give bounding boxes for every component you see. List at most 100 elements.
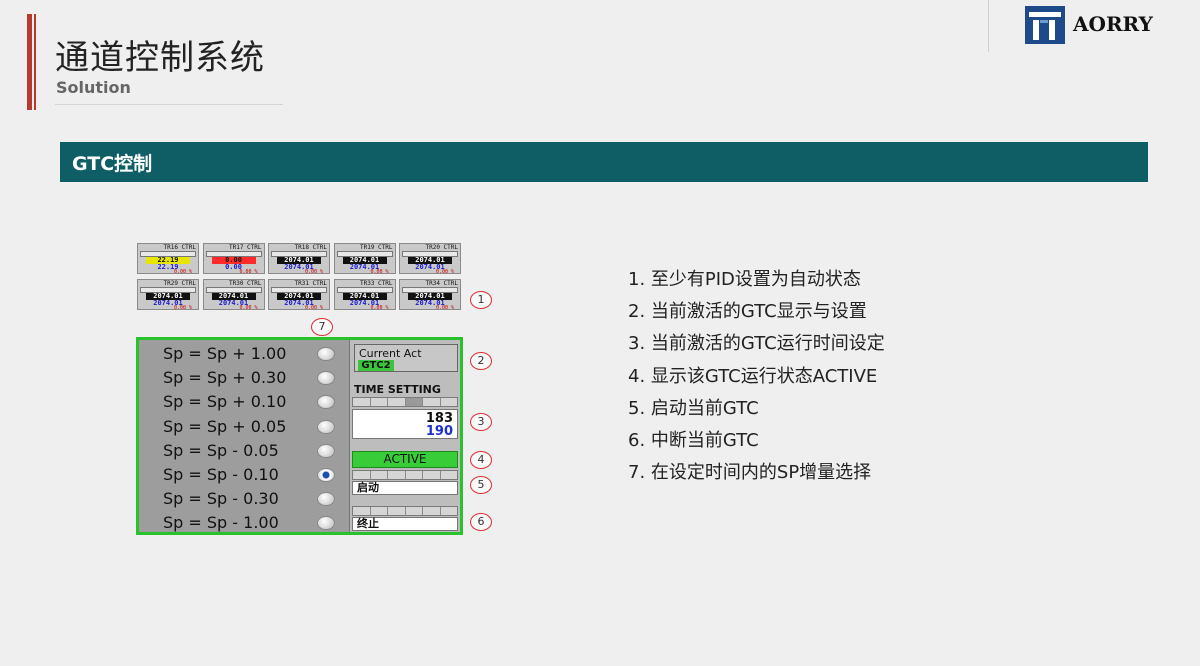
sp-option-label: Sp = Sp - 0.30 bbox=[163, 489, 279, 509]
note-item: 2. 当前激活的GTC显示与设置 bbox=[628, 301, 867, 323]
tile-output-value: 0.00 % bbox=[370, 269, 389, 274]
tile-output-value: 0.00 % bbox=[173, 269, 192, 274]
tile-name: TR29 CTRL bbox=[163, 280, 196, 287]
tile-mode-bar[interactable] bbox=[402, 251, 458, 257]
tile-sp-value: 2074.01 bbox=[284, 263, 314, 271]
gtc-status-column: Current Act GTC2 TIME SETTING 183 190 AC… bbox=[349, 340, 460, 532]
tile-output-value: 0.00 % bbox=[239, 269, 258, 274]
time-elapsed-value: 183 bbox=[425, 411, 453, 426]
logo-icon bbox=[1025, 6, 1065, 44]
sp-radio-button[interactable] bbox=[317, 516, 335, 531]
tile-sp-value: 2074.01 bbox=[415, 299, 445, 307]
tile-mode-bar[interactable] bbox=[336, 287, 393, 293]
sp-increment-option[interactable]: Sp = Sp + 0.30 bbox=[139, 366, 349, 390]
tile-pv-value: 2074.01 bbox=[277, 257, 321, 264]
tile-output-value: 0.00 % bbox=[435, 269, 454, 274]
tile-name: TR33 CTRL bbox=[359, 280, 393, 287]
stop-button-strip bbox=[352, 506, 458, 516]
sp-increment-option[interactable]: Sp = Sp - 0.05 bbox=[139, 439, 349, 463]
subtitle-divider bbox=[55, 104, 283, 105]
marker-7: 7 bbox=[311, 318, 333, 336]
sp-radio-button[interactable] bbox=[317, 419, 335, 434]
tile-output-value: 0.00 % bbox=[239, 305, 258, 310]
tile-mode-bar[interactable] bbox=[271, 251, 327, 257]
sp-radio-button[interactable] bbox=[317, 443, 335, 458]
note-item: 4. 显示该GTC运行状态ACTIVE bbox=[628, 365, 878, 387]
tile-sp-value: 2074.01 bbox=[284, 299, 314, 307]
tile-mode-bar[interactable] bbox=[271, 287, 327, 293]
tile-pv-value: 2074.01 bbox=[342, 293, 387, 300]
tile-output-value: 0.00 % bbox=[435, 305, 454, 310]
time-button-strip[interactable] bbox=[352, 397, 458, 407]
sp-increment-option[interactable]: Sp = Sp + 1.00 bbox=[139, 342, 349, 366]
note-item: 7. 在设定时间内的SP增量选择 bbox=[628, 462, 872, 484]
section-title: GTC控制 bbox=[72, 153, 153, 175]
sp-option-label: Sp = Sp - 0.05 bbox=[163, 440, 279, 460]
time-setting-label: TIME SETTING bbox=[354, 383, 441, 396]
current-act-value[interactable]: GTC2 bbox=[358, 360, 394, 371]
tile-mode-bar[interactable] bbox=[140, 251, 196, 257]
tile-pv-value: 2074.01 bbox=[408, 257, 452, 264]
sp-increment-option[interactable]: Sp = Sp - 0.10 bbox=[139, 463, 349, 487]
sp-radio-button[interactable] bbox=[317, 492, 335, 507]
page-title: 通道控制系统 bbox=[55, 38, 265, 78]
stop-button[interactable]: 终止 bbox=[352, 517, 458, 531]
tile-pv-value: 22.19 bbox=[146, 257, 190, 264]
tile-name: TR19 CTRL bbox=[359, 244, 393, 251]
sp-radio-button[interactable] bbox=[317, 347, 335, 361]
tile-output-value: 0.00 % bbox=[370, 305, 389, 310]
tile-mode-bar[interactable] bbox=[402, 287, 458, 293]
tile-name: TR18 CTRL bbox=[294, 244, 327, 251]
marker-2: 2 bbox=[470, 352, 492, 370]
sp-increment-option[interactable]: Sp = Sp + 0.10 bbox=[139, 390, 349, 414]
tile-name: TR16 CTRL bbox=[163, 244, 196, 251]
page-subtitle: Solution bbox=[56, 78, 131, 97]
sp-radio-button[interactable] bbox=[317, 395, 335, 410]
tile-mode-bar[interactable] bbox=[140, 287, 196, 293]
tile-pv-value: 2074.01 bbox=[342, 257, 387, 264]
tile-output-value: 0.00 % bbox=[304, 269, 323, 274]
tile-pv-value: 2074.01 bbox=[408, 293, 452, 300]
feature-notes-list: 1. 至少有PID设置为自动状态 2. 当前激活的GTC显示与设置 3. 当前激… bbox=[628, 266, 885, 491]
section-banner bbox=[60, 142, 1148, 182]
tile-mode-bar[interactable] bbox=[336, 251, 393, 257]
sp-increment-option[interactable]: Sp = Sp - 1.00 bbox=[139, 511, 349, 535]
tile-name: TR34 CTRL bbox=[425, 280, 458, 287]
tile-name: TR31 CTRL bbox=[294, 280, 327, 287]
accent-bar-thin bbox=[34, 14, 36, 110]
tile-sp-value: 2074.01 bbox=[349, 299, 380, 307]
sp-increment-option[interactable]: Sp = Sp - 0.30 bbox=[139, 487, 349, 511]
start-button[interactable]: 启动 bbox=[352, 481, 458, 495]
note-item: 1. 至少有PID设置为自动状态 bbox=[628, 269, 861, 290]
tile-sp-value: 2074.01 bbox=[415, 263, 445, 271]
marker-1: 1 bbox=[470, 291, 492, 309]
active-status-indicator: ACTIVE bbox=[352, 451, 458, 468]
tile-mode-bar[interactable] bbox=[205, 287, 262, 293]
sp-option-label: Sp = Sp + 0.30 bbox=[163, 368, 287, 388]
marker-6: 6 bbox=[470, 513, 492, 531]
time-set-value[interactable]: 190 bbox=[425, 424, 453, 439]
tile-pv-value: 0.00 bbox=[211, 257, 256, 264]
tile-pv-value: 2074.01 bbox=[146, 293, 190, 300]
tile-mode-bar[interactable] bbox=[205, 251, 262, 257]
marker-5: 5 bbox=[470, 476, 492, 494]
time-setting-display[interactable]: 183 190 bbox=[352, 409, 458, 439]
start-button-strip bbox=[352, 470, 458, 480]
note-item: 3. 当前激活的GTC运行时间设定 bbox=[628, 333, 885, 355]
sp-radio-button[interactable] bbox=[317, 468, 335, 482]
sp-radio-button[interactable] bbox=[317, 371, 335, 386]
sp-increment-option[interactable]: Sp = Sp + 0.05 bbox=[139, 415, 349, 439]
tile-sp-value: 0.00 bbox=[225, 263, 242, 271]
logo-text: AORRY bbox=[1073, 12, 1153, 36]
